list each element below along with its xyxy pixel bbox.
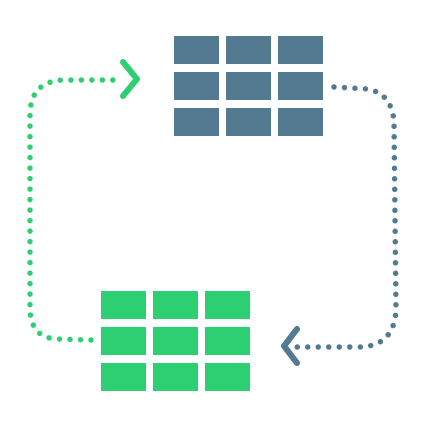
target-table-icon	[101, 291, 250, 391]
table-cell	[226, 36, 271, 64]
table-cell	[278, 36, 323, 64]
table-cell	[278, 72, 323, 100]
table-cell	[226, 72, 271, 100]
table-cell	[174, 108, 219, 136]
table-cell	[153, 291, 198, 319]
table-cell	[174, 36, 219, 64]
source-table-icon	[174, 36, 323, 136]
table-cell	[205, 363, 250, 391]
flow-source-to-target-dotted-line	[294, 84, 399, 350]
table-cell	[205, 327, 250, 355]
table-cell	[101, 363, 146, 391]
table-cell	[101, 327, 146, 355]
table-cell	[174, 72, 219, 100]
chevron-right-icon	[120, 59, 140, 99]
table-cell	[226, 108, 271, 136]
table-cell	[278, 108, 323, 136]
table-cell	[101, 291, 146, 319]
chevron-left-icon	[281, 326, 300, 366]
flow-target-to-source-dotted-line	[27, 77, 116, 343]
table-cell	[205, 291, 250, 319]
table-cell	[153, 363, 198, 391]
table-cell	[153, 327, 198, 355]
